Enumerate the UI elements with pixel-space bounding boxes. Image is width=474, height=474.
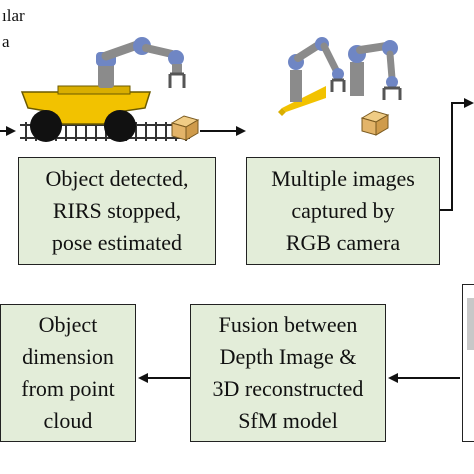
robot-arm-left <box>96 37 186 88</box>
rgb-camera-illustration <box>278 37 402 136</box>
box-object-detected: Object detected, RIRS stopped, pose esti… <box>18 157 216 265</box>
robot-wheel-right <box>104 110 136 142</box>
robot-arm-right-1 <box>288 37 346 102</box>
box-object-dimension-line-4: cloud <box>43 408 93 433</box>
box-fusion-line-4: SfM model <box>238 408 338 433</box>
robot-wheel-left <box>30 110 62 142</box>
box-object-detected-line-1: Object detected, <box>45 166 189 191</box>
box-multiple-images-line-2: captured by <box>291 198 395 223</box>
box-object-dimension: Object dimension from point cloud <box>0 304 136 442</box>
arrow-camera-onward <box>440 98 474 211</box>
robot-arm-right-2 <box>348 40 402 100</box>
header-fragment-2: a <box>2 32 10 51</box>
robot-body <box>20 91 152 125</box>
box-multiple-images: Multiple images captured by RGB camera <box>246 157 440 265</box>
box-object-dimension-line-1: Object <box>38 312 98 337</box>
parcel-box-right <box>360 110 390 136</box>
parcel-box-left <box>170 115 200 141</box>
box-fusion-line-1: Fusion between <box>218 312 358 337</box>
box-fusion-line-2: Depth Image & <box>219 344 357 369</box>
box-object-dimension-line-3: from point <box>21 376 115 401</box>
box-fusion-line-3: 3D reconstructed <box>212 376 364 401</box>
box-object-detected-line-2: RIRS stopped, <box>52 198 182 223</box>
box-multiple-images-line-3: RGB camera <box>285 230 401 255</box>
box-object-detected-line-3: pose estimated <box>51 230 183 255</box>
box-object-dimension-line-2: dimension <box>22 344 114 369</box>
rirs-robot-illustration <box>20 37 200 142</box>
box-multiple-images-line-1: Multiple images <box>271 166 415 191</box>
box-cropped-right-shade <box>467 298 474 350</box>
box-fusion: Fusion between Depth Image & 3D reconstr… <box>190 304 386 442</box>
header-fragment-1: ılar <box>2 6 25 25</box>
